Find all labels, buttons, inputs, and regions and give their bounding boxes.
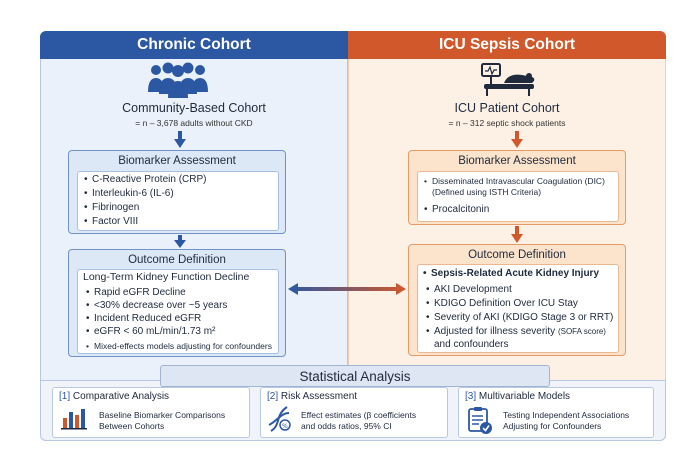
stat-box-risk: [2] Risk Assessment % Effect estimates (… [260,387,448,438]
list-item: •Adjusted for illness severity (SOFA sco… [426,326,606,337]
left-biomarker-box: Biomarker Assessment •C-Reactive Protein… [68,150,286,234]
stat-box-line: Adjusting for Confounders [503,421,602,431]
stat-box-title: [1] Comparative Analysis [59,391,170,402]
right-outcome-title: Outcome Definition [468,249,566,261]
right-outcome-box: Outcome Definition •Sepsis-Related Acute… [408,244,626,356]
left-outcome-box: Outcome Definition Long-Term Kidney Func… [68,249,286,357]
list-item-note: (Defined using ISTH Criteria) [432,187,542,197]
list-item: •Procalcitonin [424,204,490,215]
stat-box-line: Between Cohorts [99,421,165,431]
list-item: •Interleukin-6 (IL-6) [84,188,174,199]
svg-text:%: % [282,423,288,430]
arrow-down-right-2 [511,226,523,249]
stat-box-comparative: [1] Comparative Analysis Baseline Biomar… [52,387,250,438]
list-item: •AKI Development [426,284,512,295]
stat-box-multivariable: [3] Multivariable Models Testing Indepen… [458,387,654,438]
list-item: •Severity of AKI (KDIGO Stage 3 or RRT) [426,312,614,323]
list-item: •Rapid eGFR Decline [86,287,186,298]
stat-box-title: [3] Multivariable Models [465,391,571,402]
icu-sepsis-cohort-header: ICU Sepsis Cohort [348,31,666,59]
right-biomarker-box: Biomarker Assessment •Disseminated Intra… [408,150,626,225]
list-item: •KDIGO Definition Over ICU Stay [426,298,578,309]
left-outcome-title: Outcome Definition [128,254,226,266]
stat-box-line: Baseline Biomarker Comparisons [99,410,226,420]
left-outcome-subtitle: Long-Term Kidney Function Decline [83,271,250,283]
list-item: •<30% decrease over ~5 years [86,300,228,311]
left-biomarker-title: Biomarker Assessment [118,155,236,167]
left-biomarker-list: •C-Reactive Protein (CRP) •Interleukin-6… [77,171,279,231]
list-item: •Mixed-effects models adjusting for conf… [86,341,272,351]
right-outcome-list: •Sepsis-Related Acute Kidney Injury •AKI… [417,264,619,353]
list-item: •Factor VIII [84,216,139,227]
stat-box-title: [2] Risk Assessment [267,391,358,402]
stat-box-line: Effect estimates (β coefficients [301,410,417,420]
community-cohort-title: Community-Based Cohort [122,101,266,115]
left-outcome-list: Long-Term Kidney Function Decline •Rapid… [77,269,279,354]
list-item: •Fibrinogen [84,202,140,213]
list-item: •Disseminated Intravascular Coagulation … [424,176,605,186]
right-outcome-subtitle: •Sepsis-Related Acute Kidney Injury [423,268,600,279]
icu-bed-icon [478,62,538,103]
list-item-continued: and confounders [434,339,509,350]
comparison-double-arrow [288,282,406,301]
arrow-down-right-1 [511,131,523,154]
community-cohort-size: = n – 3,678 adults without CKD [135,118,253,128]
clipboard-check-icon [467,405,493,440]
dna-icon: % [267,405,293,438]
arrow-down-left-1 [174,131,186,154]
list-item: •eGFR < 60 mL/min/1.73 m² [86,326,216,337]
stat-box-line: Testing Independent Associations [503,410,630,420]
people-group-icon [146,62,210,103]
stat-box-line: and odds ratios, 95% CI [301,421,392,431]
right-biomarker-title: Biomarker Assessment [458,155,576,167]
icu-cohort-size: = n – 312 septic shock patients [448,118,566,128]
right-biomarker-list: •Disseminated Intravascular Coagulation … [417,171,619,222]
chronic-cohort-header: Chronic Cohort [40,31,348,59]
icu-cohort-title: ICU Patient Cohort [454,101,560,115]
list-item: •C-Reactive Protein (CRP) [84,174,207,185]
bar-chart-icon [61,406,87,435]
arrow-down-left-2 [174,235,186,254]
statistical-analysis-title: Statistical Analysis [160,365,550,387]
list-item: •Incident Reduced eGFR [86,313,202,324]
